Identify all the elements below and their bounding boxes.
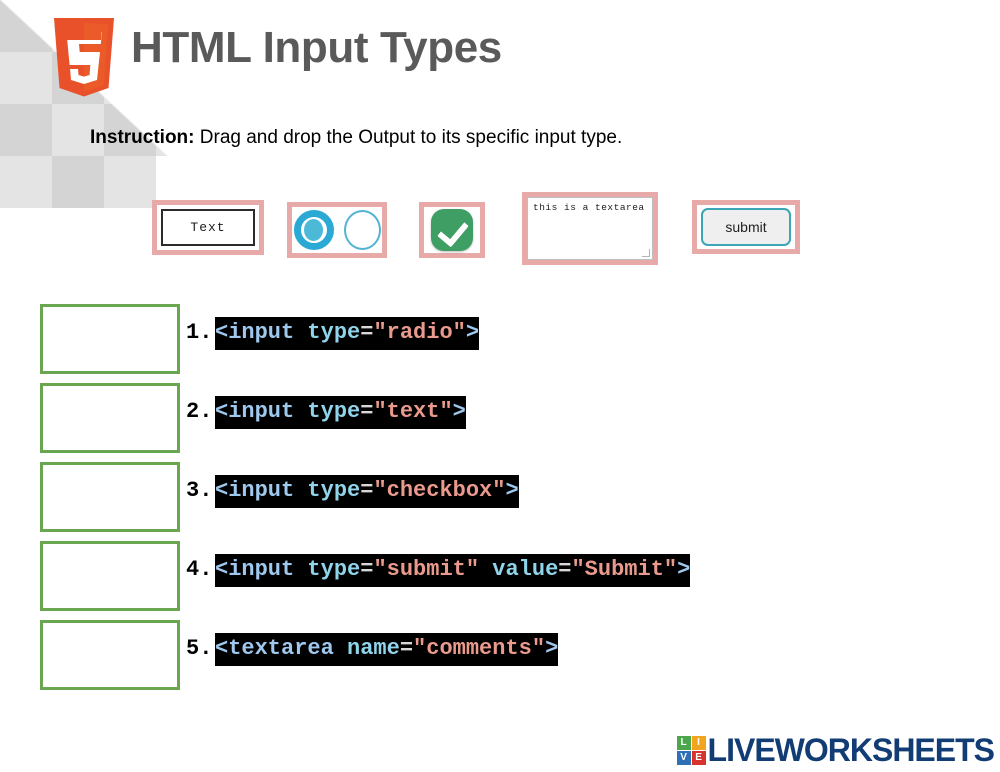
code-token <box>294 557 307 582</box>
code-token <box>334 636 347 661</box>
submit-token[interactable]: submit <box>692 200 800 254</box>
html5-logo-icon <box>48 18 120 102</box>
lws-letter-v: V <box>676 750 691 765</box>
code-token: "submit" <box>373 557 480 582</box>
radio-unselected-icon <box>343 210 381 250</box>
radio-token[interactable] <box>287 202 387 258</box>
page-title: HTML Input Types <box>131 23 502 72</box>
code-snippet: <input type="checkbox"> <box>215 475 519 508</box>
exercise-row: 5.<textarea name="comments"> <box>0 616 1000 695</box>
code-token: = <box>558 557 572 582</box>
code-token: "Submit" <box>571 557 678 582</box>
draggable-token-row: Text this is a textarea submit <box>0 190 1000 280</box>
code-token: > <box>505 478 519 503</box>
code-token: > <box>465 320 480 345</box>
code-token: input <box>228 320 295 345</box>
code-token: < <box>215 636 229 661</box>
exercise-list: 1.<input type="radio">2.<input type="tex… <box>0 300 1000 695</box>
code-token: name <box>347 636 400 661</box>
exercise-number: 2. <box>186 399 213 424</box>
code-token: = <box>360 478 374 503</box>
code-token: input <box>228 557 295 582</box>
drop-zone-5[interactable] <box>40 620 180 690</box>
code-token <box>479 557 492 582</box>
text-input-preview: Text <box>161 209 255 246</box>
liveworksheets-icon: L I V E <box>676 735 706 765</box>
code-token: "text" <box>373 399 453 424</box>
textarea-preview: this is a textarea <box>527 197 653 260</box>
exercise-number: 5. <box>186 636 213 661</box>
code-token: "radio" <box>373 320 466 345</box>
code-token: > <box>545 636 559 661</box>
code-token: < <box>215 320 229 345</box>
code-snippet: <input type="radio"> <box>215 317 480 350</box>
code-snippet: <textarea name="comments"> <box>215 633 559 666</box>
text-input-token[interactable]: Text <box>152 200 264 255</box>
drop-zone-3[interactable] <box>40 462 180 532</box>
drop-zone-1[interactable] <box>40 304 180 374</box>
code-token: input <box>228 478 295 503</box>
code-token: < <box>215 399 229 424</box>
code-token: = <box>360 320 374 345</box>
liveworksheets-logo: L I V E LIVEWORKSHEETS <box>676 732 995 768</box>
code-token: "comments" <box>413 636 546 661</box>
drop-zone-2[interactable] <box>40 383 180 453</box>
instruction-line: Instruction: Drag and drop the Output to… <box>90 127 622 149</box>
page-header: HTML Input Types <box>0 0 1000 110</box>
code-token: = <box>360 399 374 424</box>
code-token: input <box>228 399 295 424</box>
liveworksheets-wordmark: LIVEWORKSHEETS <box>707 732 995 768</box>
code-token: < <box>215 557 229 582</box>
code-token: < <box>215 478 229 503</box>
drop-zone-4[interactable] <box>40 541 180 611</box>
instruction-label: Instruction: <box>90 127 195 148</box>
exercise-row: 2.<input type="text"> <box>0 379 1000 458</box>
code-token: = <box>360 557 374 582</box>
code-token: type <box>307 399 361 424</box>
exercise-row: 3.<input type="checkbox"> <box>0 458 1000 537</box>
exercise-number: 4. <box>186 557 213 582</box>
lws-letter-l: L <box>676 735 691 750</box>
checkbox-token[interactable] <box>419 202 485 258</box>
checkmark-icon <box>431 209 473 251</box>
code-token <box>294 320 307 345</box>
code-token: type <box>307 320 361 345</box>
code-token <box>294 399 307 424</box>
lws-letter-i: I <box>691 735 706 750</box>
code-token: value <box>492 557 559 582</box>
code-token: "checkbox" <box>373 478 506 503</box>
code-token <box>294 478 307 503</box>
submit-button-preview: submit <box>701 208 791 246</box>
code-token: textarea <box>228 636 334 661</box>
exercise-number: 3. <box>186 478 213 503</box>
code-token: type <box>307 478 361 503</box>
exercise-row: 4.<input type="submit" value="Submit"> <box>0 537 1000 616</box>
instruction-text: Drag and drop the Output to its specific… <box>194 127 623 148</box>
code-snippet: <input type="submit" value="Submit"> <box>215 554 691 587</box>
code-token: type <box>307 557 361 582</box>
lws-letter-e: E <box>691 750 706 765</box>
radio-selected-icon <box>293 210 334 250</box>
code-token: = <box>399 636 414 661</box>
code-token: > <box>677 557 691 582</box>
decor-square <box>0 104 52 156</box>
textarea-token[interactable]: this is a textarea <box>522 192 658 265</box>
code-snippet: <input type="text"> <box>215 396 466 429</box>
exercise-row: 1.<input type="radio"> <box>0 300 1000 379</box>
exercise-number: 1. <box>186 320 213 345</box>
code-token: > <box>452 399 466 424</box>
